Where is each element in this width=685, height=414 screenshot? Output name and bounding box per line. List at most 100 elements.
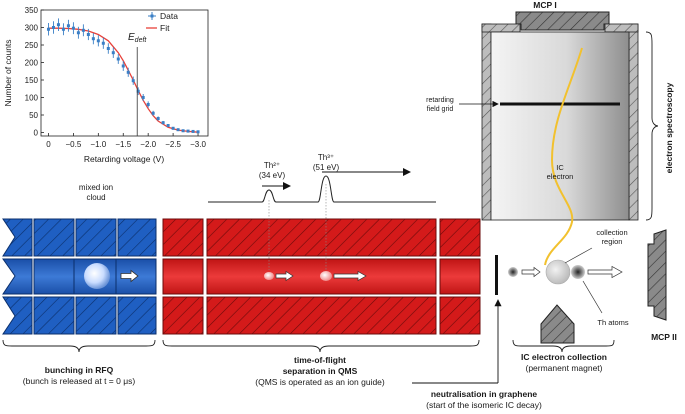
y-axis-label: Number of counts: [3, 39, 13, 106]
neutral-th-atom-1: [508, 267, 518, 277]
stage-captions: bunching in RFQ (bunch is released at t …: [2, 299, 615, 410]
tof-subtitle: (QMS is operated as an ion guide): [255, 377, 385, 387]
collection-region-label-2: region: [602, 237, 623, 246]
neutral-th-atom-2: [571, 265, 585, 279]
spectrometer-wall-right: [628, 23, 639, 221]
data-point: [161, 121, 165, 125]
legend: Data Fit: [146, 11, 178, 33]
qms-top-main: [206, 218, 437, 257]
th3-ion-arrow: [333, 270, 367, 282]
data-point: [51, 26, 55, 29]
x-tick-label: −1.5: [115, 140, 131, 149]
collection-region-label-1: collection: [596, 228, 627, 237]
data-point: [146, 103, 150, 106]
ic-electron-label-1: IC: [556, 163, 564, 172]
spectrometer-top-left: [481, 23, 521, 33]
chart-frame: [40, 9, 209, 137]
data-point: [171, 126, 175, 130]
data-point: [186, 129, 190, 133]
rfq-bore-entrance: [2, 258, 33, 295]
th2-label: Th²⁺: [264, 161, 280, 170]
rfq-bottom-segment-3: [117, 296, 157, 335]
rfq-buncher: mixed ion cloud: [2, 183, 157, 335]
tof-signal-trace: [208, 175, 436, 203]
y-tick-label: 250: [25, 41, 39, 50]
qms-bore-entry: [162, 258, 204, 295]
rfq-bottom-entrance: [2, 296, 33, 335]
ic-electron-trajectory: [544, 47, 583, 266]
data-point: [61, 27, 65, 31]
x-axis-ticks: 0−0.5−1.0−1.5−2.0−2.5−3.0: [46, 133, 206, 149]
bunching-subtitle: (bunch is released at t = 0 μs): [23, 376, 136, 386]
y-tick-label: 100: [25, 94, 39, 103]
x-tick-label: −3.0: [190, 140, 206, 149]
permanent-magnet: [540, 304, 575, 344]
th2-ion-arrow: [275, 270, 294, 282]
neutral-arrow-1: [521, 266, 541, 278]
neutralisation-subtitle: (start of the isomeric IC decay): [426, 400, 542, 410]
mcp1-label: MCP I: [533, 0, 556, 10]
data-point: [191, 129, 195, 133]
th3-energy: (51 eV): [313, 163, 340, 172]
qms-bore-exit: [439, 258, 481, 295]
y-tick-label: 300: [25, 24, 39, 33]
mixed-ion-cloud-label-2: cloud: [86, 193, 105, 202]
ic-collection-brace: [512, 339, 615, 353]
data-point: [141, 96, 145, 99]
y-tick-label: 350: [25, 6, 39, 15]
electron-spectrometer: MCP I retarding field grid IC electron e…: [426, 0, 674, 266]
data-point: [166, 124, 170, 127]
rfq-top-entrance: [2, 218, 33, 257]
x-tick-label: 0: [46, 140, 51, 149]
data-point: [106, 47, 110, 50]
rfq-top-segment-3: [117, 218, 157, 257]
y-tick-label: 50: [29, 111, 38, 120]
y-tick-label: 0: [34, 129, 39, 138]
data-point: [111, 51, 115, 55]
rfq-top-segment-2: [75, 218, 117, 257]
rfq-bottom-segment-1: [33, 296, 75, 335]
y-tick-label: 200: [25, 59, 39, 68]
spectrometer-top-right: [604, 23, 639, 33]
x-axis-label: Retarding voltage (V): [84, 154, 164, 164]
th2-ion: [264, 272, 274, 280]
ic-collection-title: IC electron collection: [521, 352, 607, 362]
data-point: [156, 117, 160, 120]
qms-top-entry: [162, 218, 204, 257]
data-point: [91, 37, 95, 41]
ic-collection-subtitle: (permanent magnet): [525, 363, 602, 373]
fit-curve: [48, 27, 199, 133]
spectrometer-wall-left: [481, 23, 492, 221]
bunching-title: bunching in RFQ: [45, 365, 114, 375]
edeft-label: Edeft: [128, 32, 147, 44]
data-point: [126, 70, 130, 74]
data-point: [121, 64, 125, 68]
th3-ion: [320, 271, 332, 281]
mixed-ion-cloud-label-1: mixed ion: [79, 183, 113, 192]
x-tick-label: −0.5: [66, 140, 82, 149]
data-point: [71, 26, 75, 30]
th3-label: Th³⁺: [318, 153, 334, 162]
th-atoms-label: Th atoms: [597, 318, 629, 327]
neutralisation-title: neutralisation in graphene: [431, 389, 538, 399]
retarding-grid-label-1: retarding: [426, 97, 454, 104]
data-point: [76, 31, 80, 35]
data-point: [116, 57, 120, 61]
data-point: [81, 28, 85, 32]
electron-spectroscopy-brace: [645, 31, 659, 221]
data-point: [151, 111, 155, 115]
ic-electron-label-2: electron: [547, 172, 574, 181]
data-point: [66, 24, 70, 28]
mcp2-label: MCP II: [651, 332, 677, 342]
tof-title-1: time-of-flight: [294, 355, 346, 365]
tof-brace: [162, 339, 480, 353]
legend-fit: Fit: [160, 23, 170, 33]
retarding-grid-label-2: field grid: [427, 106, 454, 113]
graphene-foil: [495, 255, 498, 295]
neutral-arrow-2: [587, 265, 623, 279]
data-point: [136, 89, 140, 93]
qms-top-exit: [439, 218, 481, 257]
qms-bottom-main: [206, 296, 437, 335]
th2-energy: (34 eV): [259, 171, 286, 180]
data-point: [56, 23, 60, 27]
